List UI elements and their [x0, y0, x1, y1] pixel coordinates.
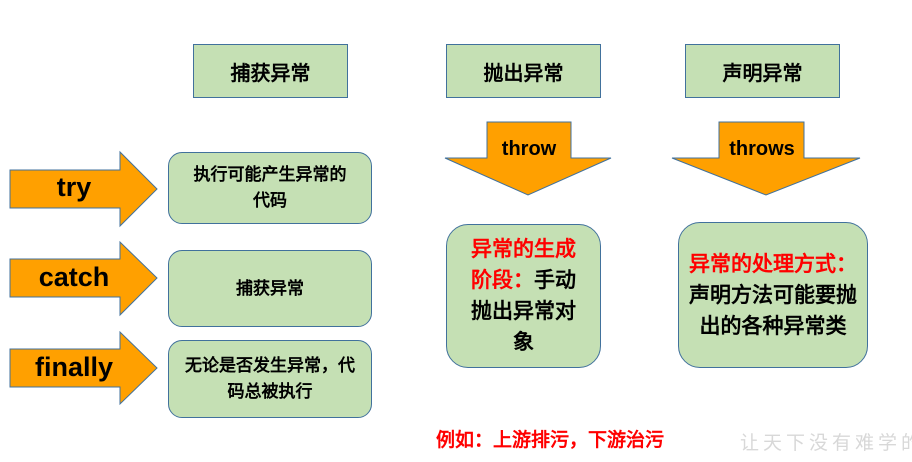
catch-text: 捕获异常: [236, 278, 304, 299]
throws-arrow: [671, 121, 861, 196]
finally-text: 无论是否发生异常，代码总被执行: [185, 356, 355, 402]
finally-description: 无论是否发生异常，代码总被执行: [168, 340, 372, 418]
throws-description: 异常的处理方式： 声明方法可能要抛出的各种异常类: [678, 222, 868, 368]
catch-label: catch: [38, 262, 110, 292]
header-declare-exception: 声明异常: [685, 44, 840, 98]
example-note: 例如：上游排污，下游治污: [436, 429, 665, 451]
watermark: 让天下没有难学的: [740, 432, 912, 454]
finally-arrow: [9, 330, 158, 406]
try-text: 执行可能产生异常的代码: [193, 165, 347, 211]
throw-description: 异常的生成阶段：手动抛出异常对象: [446, 224, 601, 368]
header-throw-exception: 抛出异常: [446, 44, 601, 98]
catch-arrow: [9, 240, 158, 317]
throws-label: throws: [729, 138, 795, 160]
throws-black-text: 声明方法可能要抛出的各种异常类: [689, 282, 857, 338]
finally-label: finally: [34, 352, 114, 382]
try-label: try: [56, 172, 92, 202]
catch-description: 捕获异常: [168, 250, 372, 327]
try-description: 执行可能产生异常的代码: [168, 152, 372, 224]
throw-red-text: 异常的生成阶段：: [471, 237, 576, 292]
throw-label: throw: [501, 138, 557, 160]
header-catch-exception: 捕获异常: [193, 44, 348, 98]
try-arrow: [9, 150, 158, 228]
throw-black-text: 手动抛出异常对象: [471, 268, 576, 354]
throws-red-text: 异常的处理方式：: [689, 251, 857, 276]
throw-arrow: [444, 121, 612, 196]
